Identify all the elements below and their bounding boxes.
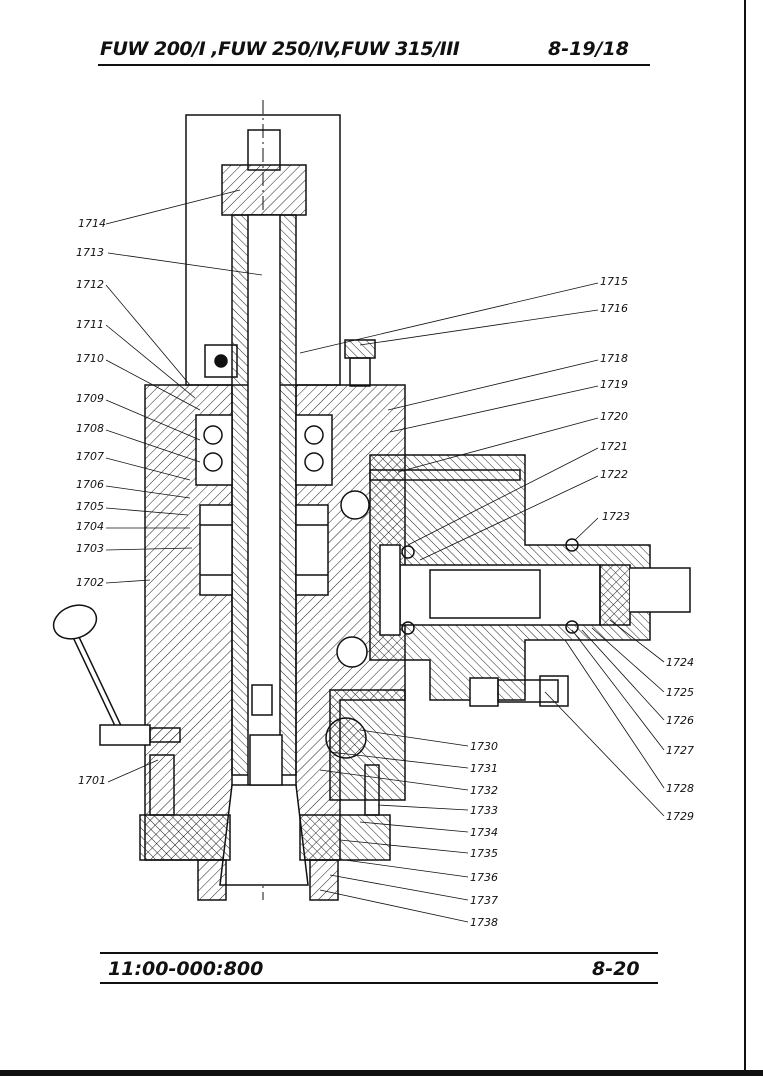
header-rule	[98, 64, 650, 66]
label-1732: 1732	[470, 784, 498, 797]
label-1735: 1735	[470, 847, 498, 860]
label-1703: 1703	[76, 542, 104, 555]
top-nut	[221, 164, 307, 216]
spindle-bore	[247, 214, 281, 786]
label-1730: 1730	[470, 740, 498, 753]
label-1710: 1710	[76, 352, 104, 365]
label-1711: 1711	[76, 318, 104, 331]
label-1726: 1726	[666, 714, 694, 727]
shaft-end	[630, 567, 691, 613]
drawing-title: FUW 200/I ,FUW 250/IV,FUW 315/III	[100, 38, 460, 60]
label-1738: 1738	[470, 916, 498, 929]
label-1737: 1737	[470, 894, 498, 907]
label-1724: 1724	[666, 656, 694, 669]
label-1716: 1716	[600, 302, 628, 315]
label-1736: 1736	[470, 871, 498, 884]
scan-edge-bottom	[0, 1070, 763, 1076]
spindle-nose	[219, 784, 309, 886]
label-1733: 1733	[470, 804, 498, 817]
upper-bearing-right	[295, 414, 333, 486]
label-1704: 1704	[76, 520, 104, 533]
bottom-flange-right	[299, 814, 391, 861]
label-1718: 1718	[600, 352, 628, 365]
label-1725: 1725	[666, 686, 694, 699]
label-1708: 1708	[76, 422, 104, 435]
page-number: 8-20	[592, 958, 640, 980]
label-1723: 1723	[602, 510, 630, 523]
bottom-flange-left	[139, 814, 231, 861]
label-1727: 1727	[666, 744, 694, 757]
hex-bolt-head	[469, 677, 499, 707]
label-1715: 1715	[600, 275, 628, 288]
scan-edge-right	[744, 0, 746, 1075]
label-1720: 1720	[600, 410, 628, 423]
clamp-square	[204, 344, 238, 378]
label-1734: 1734	[470, 826, 498, 839]
label-1731: 1731	[470, 762, 498, 775]
lower-bearing-right	[295, 504, 329, 596]
label-1721: 1721	[600, 440, 628, 453]
label-1706: 1706	[76, 478, 104, 491]
lever-hub	[99, 724, 151, 746]
label-1722: 1722	[600, 468, 628, 481]
worm-shaft-section	[325, 717, 367, 759]
footer-rule-bottom	[100, 982, 658, 984]
label-1705: 1705	[76, 500, 104, 513]
label-1713: 1713	[76, 246, 104, 259]
label-1728: 1728	[666, 782, 694, 795]
label-1712: 1712	[76, 278, 104, 291]
spindle-top-end	[247, 129, 281, 171]
label-1729: 1729	[666, 810, 694, 823]
page-reference: 8-19/18	[548, 38, 629, 60]
worm-ball	[340, 490, 370, 520]
footer-rule-top	[100, 952, 658, 954]
label-1702: 1702	[76, 576, 104, 589]
lower-bearing-left	[199, 504, 233, 596]
label-1714: 1714	[78, 217, 106, 230]
label-1701: 1701	[78, 774, 106, 787]
lever-knob	[52, 604, 98, 640]
knurled-screw	[344, 339, 376, 359]
label-1709: 1709	[76, 392, 104, 405]
label-1707: 1707	[76, 450, 104, 463]
ball-lower	[336, 636, 368, 668]
drawing-number: 11:00-000:800	[108, 958, 264, 980]
label-1719: 1719	[600, 378, 628, 391]
